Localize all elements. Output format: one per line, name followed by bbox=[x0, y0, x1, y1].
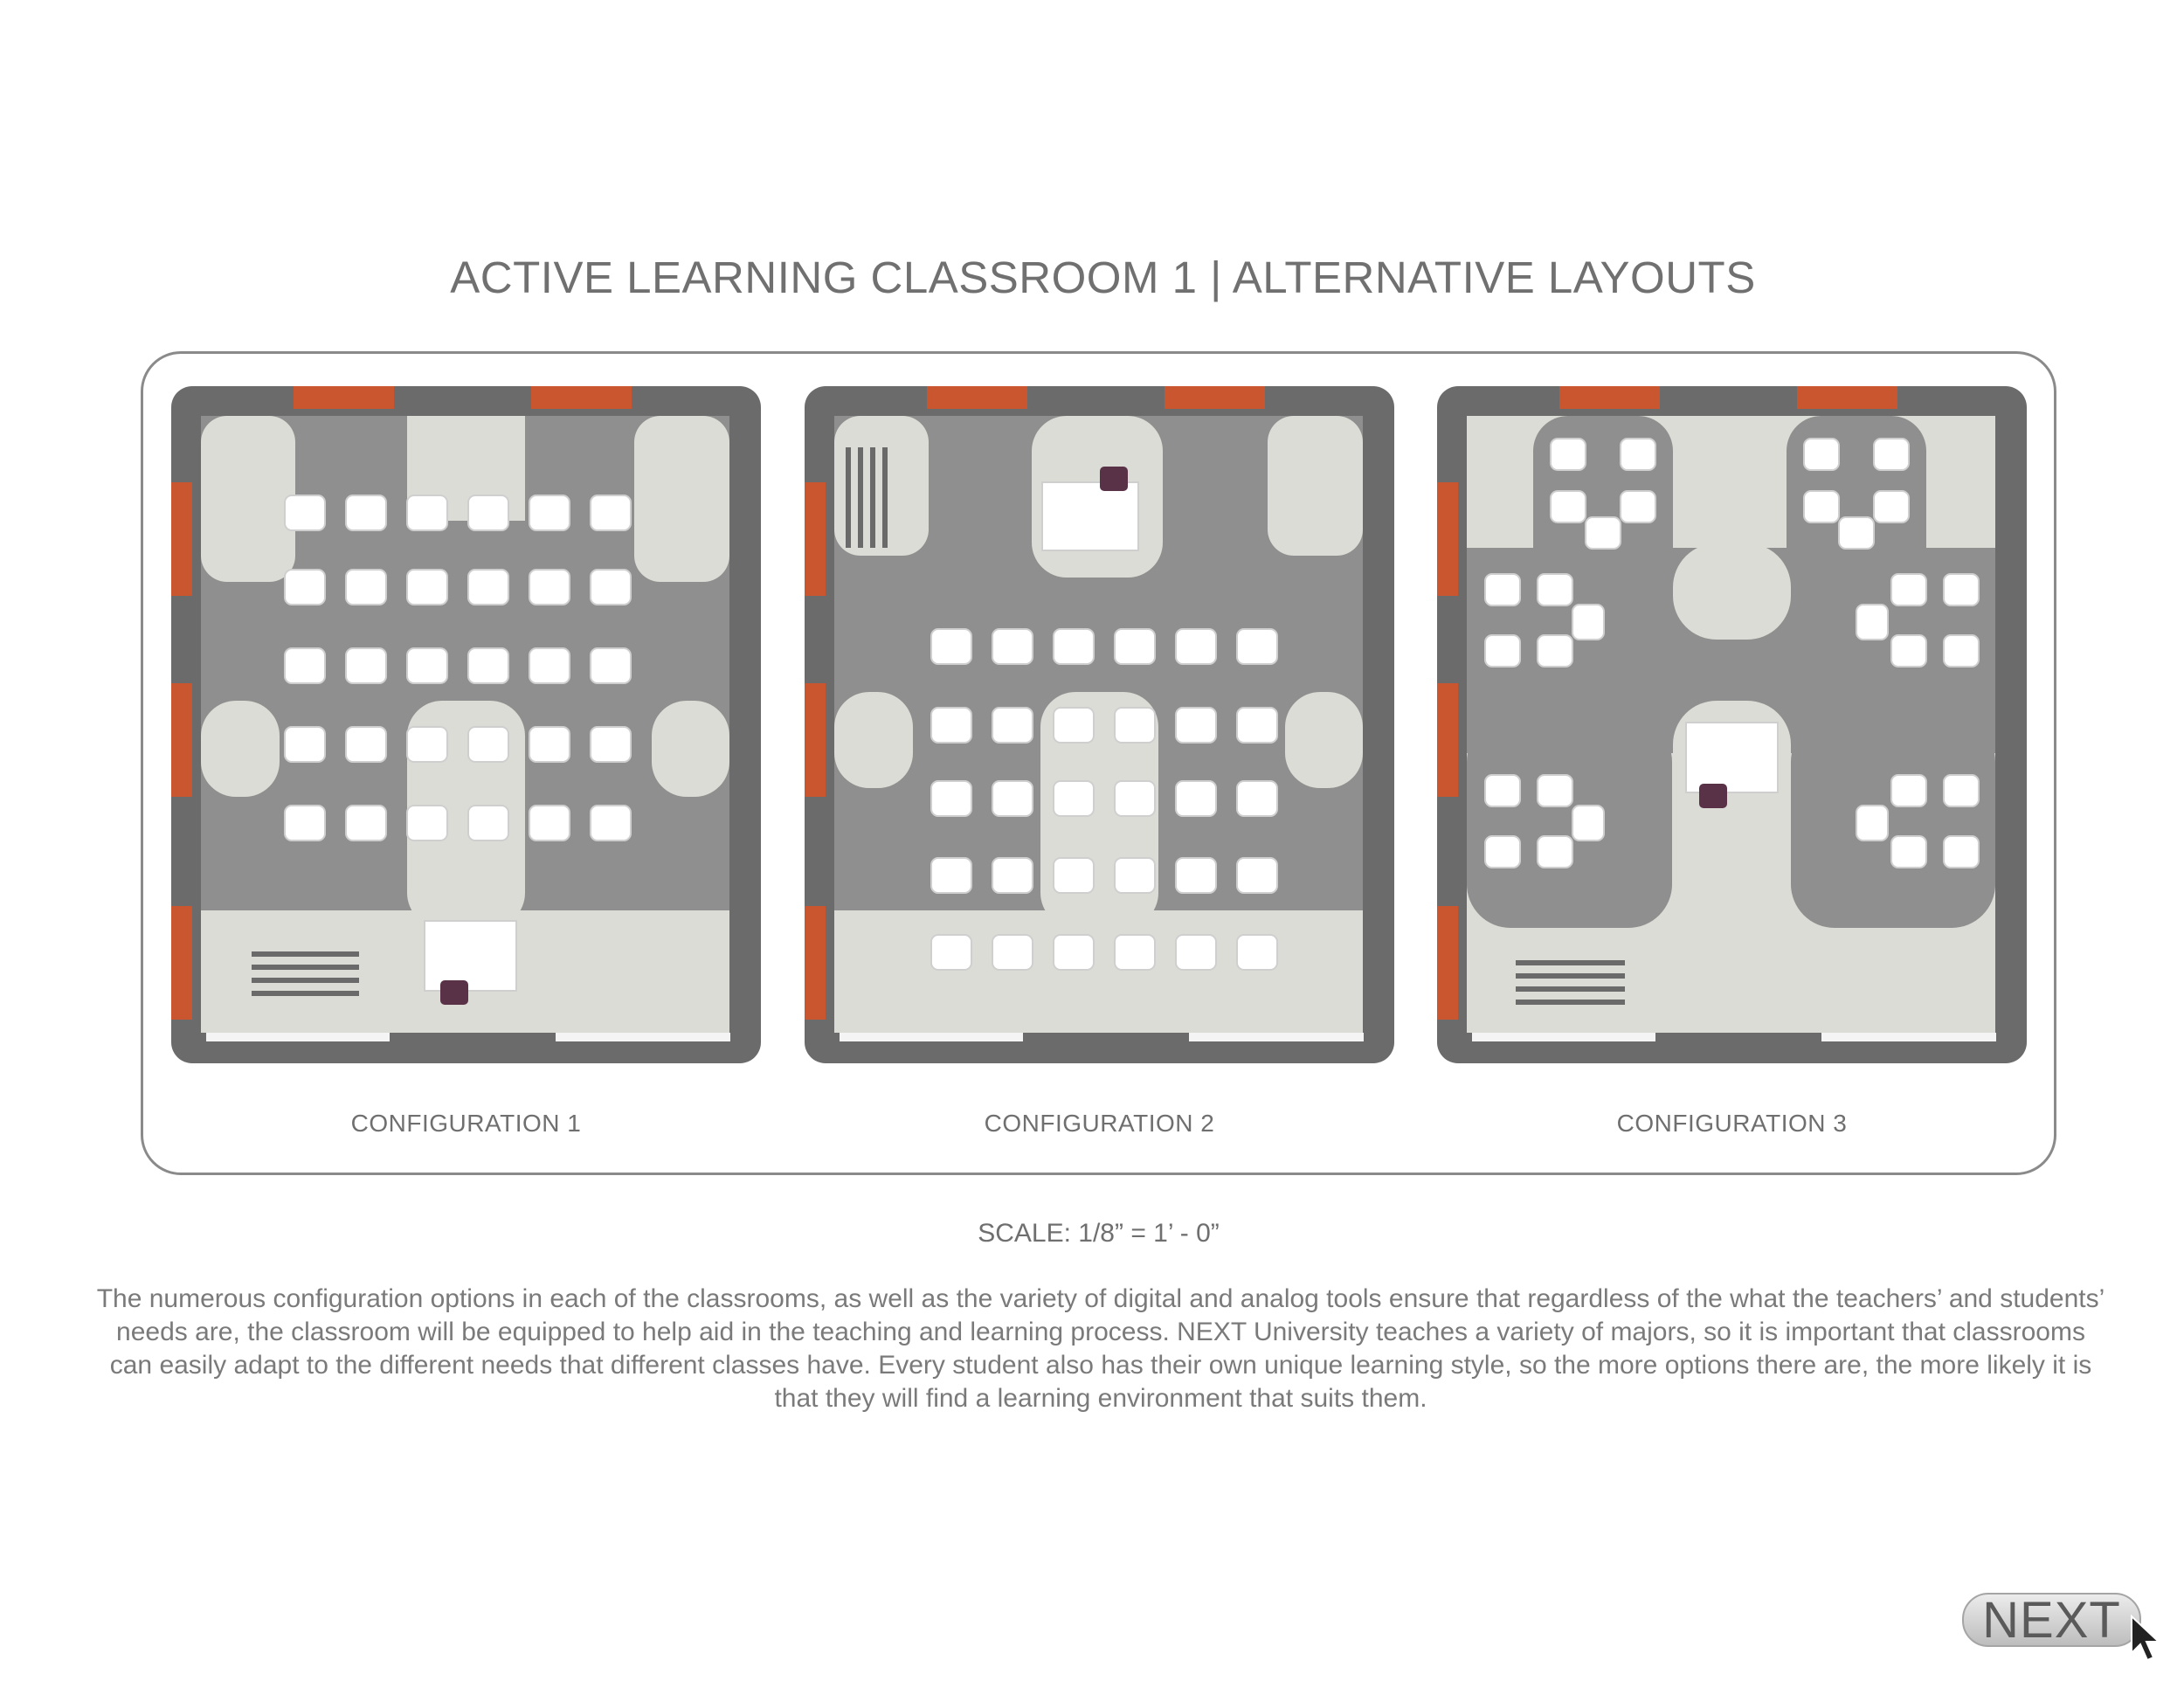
floor-plan-configuration-2 bbox=[805, 386, 1394, 1063]
next-button[interactable]: NEXT bbox=[1962, 1593, 2141, 1647]
floor-plan-configuration-1 bbox=[171, 386, 761, 1063]
description-text: The numerous configuration options in ea… bbox=[96, 1284, 2105, 1413]
arrow-cursor-icon bbox=[2131, 1615, 2161, 1662]
floor-plan-configuration-3 bbox=[1437, 386, 2027, 1063]
layouts-frame bbox=[141, 351, 2056, 1175]
scale-note: SCALE: 1/8” = 1’ - 0” bbox=[978, 1219, 1220, 1248]
configuration-3-label: CONFIGURATION 3 bbox=[1616, 1110, 1848, 1137]
page-title: ACTIVE LEARNING CLASSROOM 1 | ALTERNATIV… bbox=[450, 253, 1756, 302]
configuration-1-label: CONFIGURATION 1 bbox=[350, 1110, 582, 1137]
configuration-2-label: CONFIGURATION 2 bbox=[984, 1110, 1215, 1137]
